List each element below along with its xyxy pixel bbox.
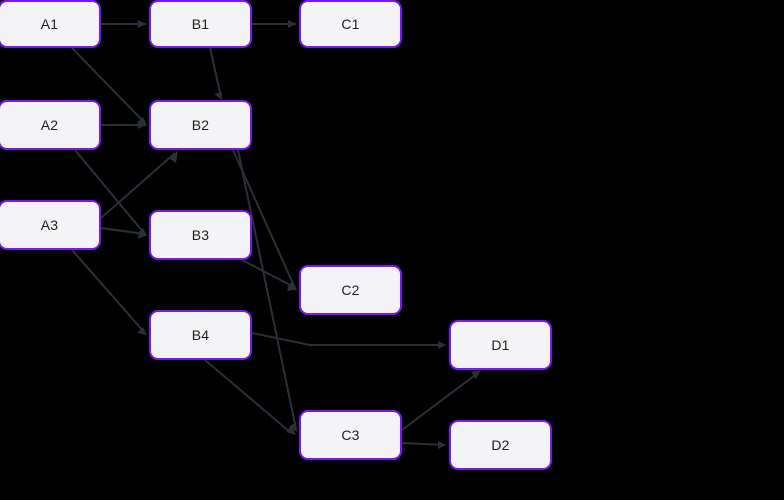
arrowhead-icon <box>287 283 297 291</box>
arrowhead-icon <box>170 150 178 163</box>
node-label: A3 <box>40 217 59 233</box>
node-c2[interactable]: C2 <box>299 265 402 315</box>
arrowhead-icon <box>214 92 222 100</box>
arrowhead-icon <box>138 121 146 129</box>
edge-line <box>251 332 445 346</box>
arrowhead-icon <box>289 422 297 432</box>
edge-group <box>71 20 481 449</box>
edge-a3-b4 <box>71 249 147 335</box>
node-c3[interactable]: C3 <box>299 410 402 460</box>
node-label: C3 <box>341 427 360 443</box>
edge-line <box>71 249 145 333</box>
node-label: B4 <box>191 327 210 343</box>
edge-line <box>401 372 479 431</box>
edge-c3-d2 <box>401 441 446 449</box>
edge-b4-d1 <box>251 332 446 349</box>
node-a2[interactable]: A2 <box>0 100 101 150</box>
edge-a2-b2 <box>101 121 146 129</box>
arrowhead-icon <box>438 441 446 449</box>
edge-line <box>209 47 222 98</box>
node-label: B1 <box>191 16 210 32</box>
edge-line <box>74 149 145 234</box>
edge-b2-c3 <box>237 149 297 432</box>
edge-line <box>204 359 291 433</box>
edge-a3-b3 <box>100 227 147 239</box>
arrowhead-icon <box>288 20 296 28</box>
node-b2[interactable]: B2 <box>149 100 252 150</box>
node-label: D1 <box>491 337 510 353</box>
edge-a3-b2 <box>100 150 178 219</box>
arrowhead-icon <box>471 370 481 379</box>
node-label: B3 <box>191 227 210 243</box>
node-label: C1 <box>341 16 360 32</box>
arrowhead-icon <box>438 341 446 349</box>
edge-line <box>71 47 145 123</box>
node-label: D2 <box>491 437 510 453</box>
arrowhead-icon <box>286 426 296 435</box>
node-label: A1 <box>40 16 59 32</box>
node-b3[interactable]: B3 <box>149 210 252 260</box>
arrowhead-icon <box>137 327 147 335</box>
edge-line <box>100 227 146 235</box>
edge-line <box>401 442 446 446</box>
arrowhead-icon <box>138 231 147 239</box>
node-b4[interactable]: B4 <box>149 310 252 360</box>
node-label: B2 <box>191 117 210 133</box>
node-label: C2 <box>341 282 360 298</box>
arrowhead-icon <box>138 20 146 28</box>
node-d2[interactable]: D2 <box>449 420 552 470</box>
node-a1[interactable]: A1 <box>0 0 101 48</box>
node-b1[interactable]: B1 <box>149 0 252 48</box>
edge-a1-b1 <box>101 20 146 28</box>
edge-b1-b2 <box>209 47 222 100</box>
edge-b3-c2 <box>241 259 297 291</box>
node-a3[interactable]: A3 <box>0 200 101 250</box>
node-label: A2 <box>40 117 59 133</box>
edge-c3-d1 <box>401 370 481 431</box>
node-c1[interactable]: C1 <box>299 0 402 48</box>
edge-b4-c3 <box>204 359 296 435</box>
edge-line <box>100 152 176 219</box>
edge-line <box>237 149 297 430</box>
edge-b1-c1 <box>252 20 296 28</box>
node-d1[interactable]: D1 <box>449 320 552 370</box>
edge-line <box>241 259 297 289</box>
